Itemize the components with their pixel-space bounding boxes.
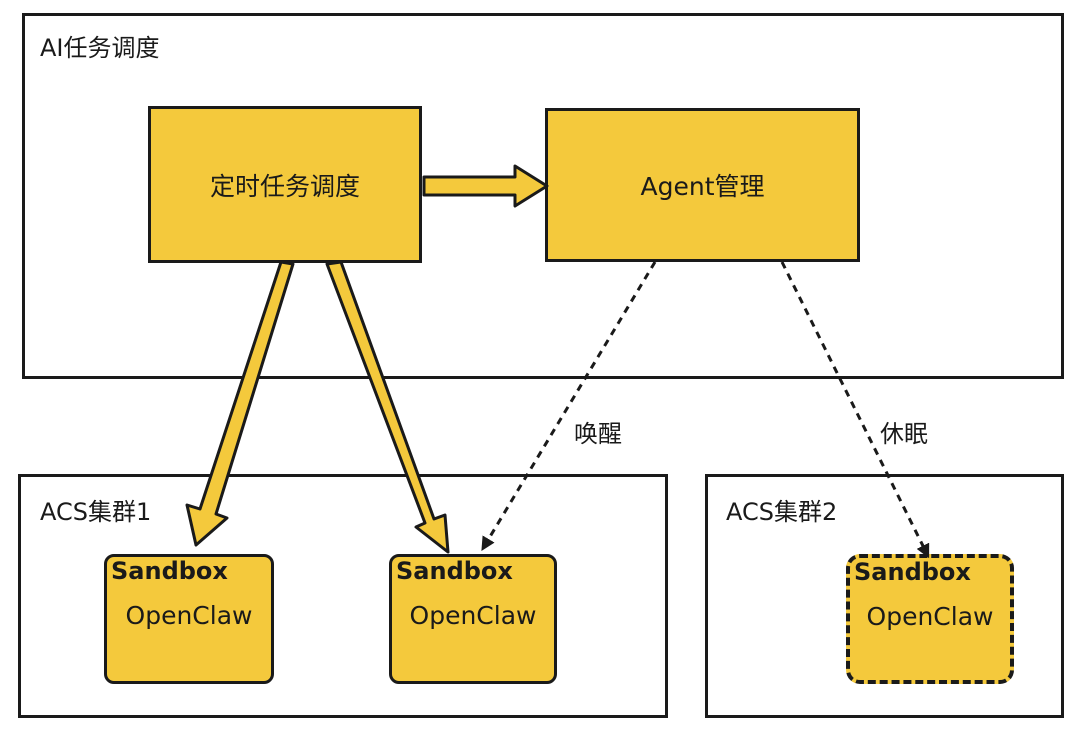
sandbox-3-body: OpenClaw (866, 602, 994, 631)
timed-scheduler-label: 定时任务调度 (209, 171, 360, 201)
sandbox-1: Sandbox OpenClaw (104, 554, 274, 684)
group-acs-cluster-2-title: ACS集群2 (726, 498, 838, 526)
sandbox-2: Sandbox OpenClaw (389, 554, 557, 684)
sandbox-3-title: Sandbox (854, 558, 971, 586)
group-ai-scheduling-title: AI任务调度 (40, 34, 160, 62)
group-acs-cluster-1-title: ACS集群1 (40, 498, 152, 526)
sandbox-1-title: Sandbox (111, 557, 228, 585)
edge-label-sleep: 休眠 (880, 414, 928, 449)
edge-label-wake: 唤醒 (574, 414, 622, 449)
sandbox-2-body: OpenClaw (409, 601, 537, 630)
agent-manager-label: Agent管理 (640, 172, 765, 201)
sandbox-3-dormant: Sandbox OpenClaw (846, 554, 1014, 684)
timed-scheduler-node: 定时任务调度 (148, 106, 422, 263)
sandbox-1-body: OpenClaw (125, 601, 253, 630)
sandbox-2-title: Sandbox (396, 557, 513, 585)
agent-manager-node: Agent管理 (545, 108, 860, 262)
